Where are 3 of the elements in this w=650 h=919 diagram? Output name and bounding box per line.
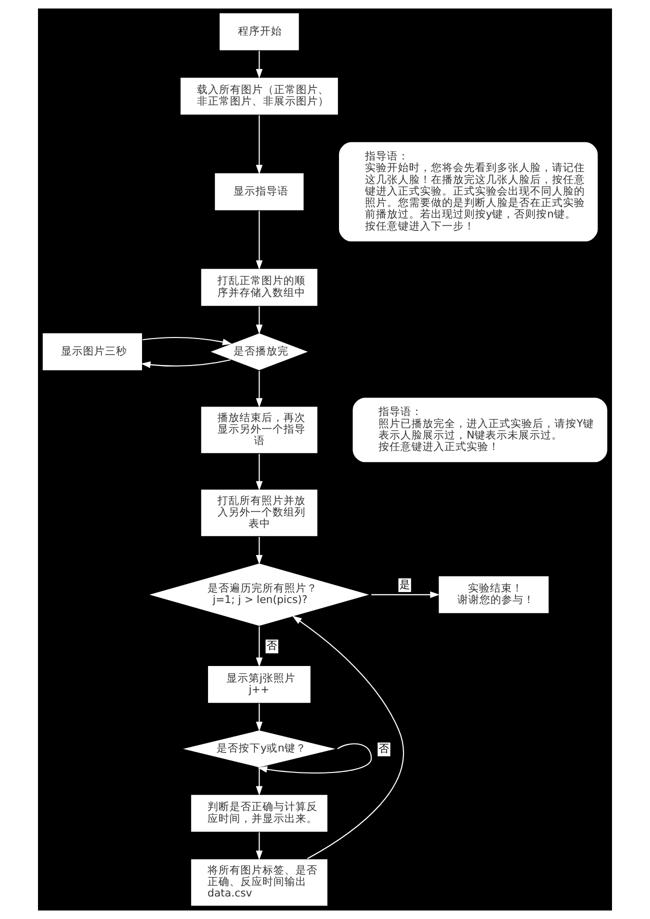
edge-label: 是 (399, 578, 410, 591)
edge-label: 否 (266, 640, 278, 652)
edge-label: 否 (378, 743, 390, 756)
